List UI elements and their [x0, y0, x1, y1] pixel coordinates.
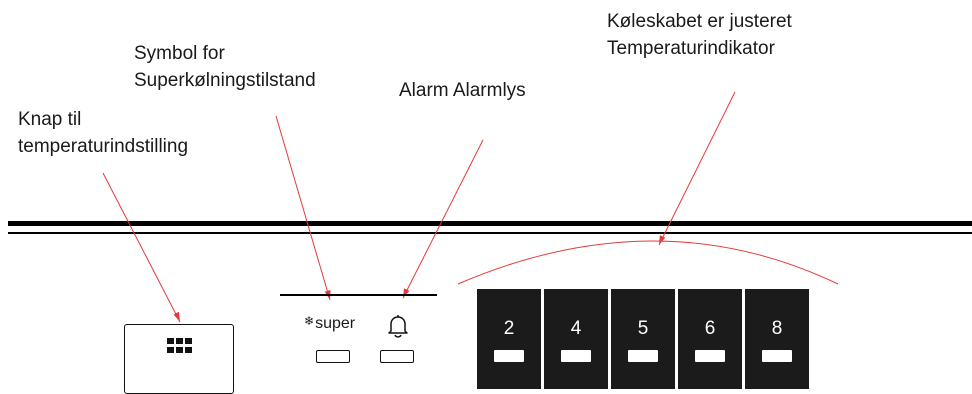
temperature-step-label: 6	[704, 318, 716, 339]
temperature-step-label: 4	[570, 318, 582, 339]
temperature-step-label: 2	[503, 318, 515, 339]
temperature-step-label: 8	[771, 318, 783, 339]
callout-line: Knap til	[18, 109, 82, 130]
temperature-indicator-block: 6	[678, 289, 742, 389]
callout-supercool-symbol: Symbol for Superkølningstilstand	[134, 40, 316, 94]
panel-edge-thick	[8, 221, 972, 226]
leader-line-alarm	[402, 139, 484, 299]
temperature-indicator-block: 5	[611, 289, 675, 389]
callout-line: Superkølningstilstand	[134, 70, 316, 91]
super-label: super	[315, 315, 356, 332]
status-area-divider	[280, 294, 437, 296]
temperature-step-light	[762, 350, 792, 362]
temperature-indicator-block: 2	[477, 289, 541, 389]
callout-line: Symbol for	[134, 43, 225, 64]
leader-line-supercool	[275, 115, 331, 301]
callout-line: Temperaturindikator	[607, 38, 775, 59]
temperature-step-label: 5	[637, 318, 649, 339]
supercool-symbol: ❄super	[304, 314, 355, 333]
callout-temperature-button: Knap til temperaturindstilling	[18, 106, 188, 160]
temperature-step-light	[494, 350, 524, 362]
keypad-icon	[167, 338, 192, 353]
temperature-indicator-block: 4	[544, 289, 608, 389]
snowflake-icon: ❄	[304, 314, 315, 328]
indicator-range-arc	[457, 240, 839, 285]
arrowhead	[173, 311, 180, 322]
temperature-indicator-block: 8	[745, 289, 809, 389]
leader-line-temperature-button	[102, 172, 181, 323]
callout-line: Køleskabet er justeret	[607, 11, 792, 32]
temperature-step-light	[628, 350, 658, 362]
callout-alarm-light: Alarm Alarmlys	[399, 80, 526, 101]
supercool-indicator-light	[316, 350, 350, 363]
temperature-step-light	[695, 350, 725, 362]
callout-temperature-indicator: Køleskabet er justeret Temperaturindikat…	[607, 8, 792, 62]
bell-icon	[388, 315, 408, 338]
temperature-setting-button[interactable]	[124, 324, 234, 394]
arrowhead	[659, 235, 666, 245]
temperature-step-light	[561, 350, 591, 362]
alarm-indicator-light	[380, 350, 414, 363]
callout-line: temperaturindstilling	[18, 136, 189, 157]
panel-edge-thin	[8, 232, 972, 234]
